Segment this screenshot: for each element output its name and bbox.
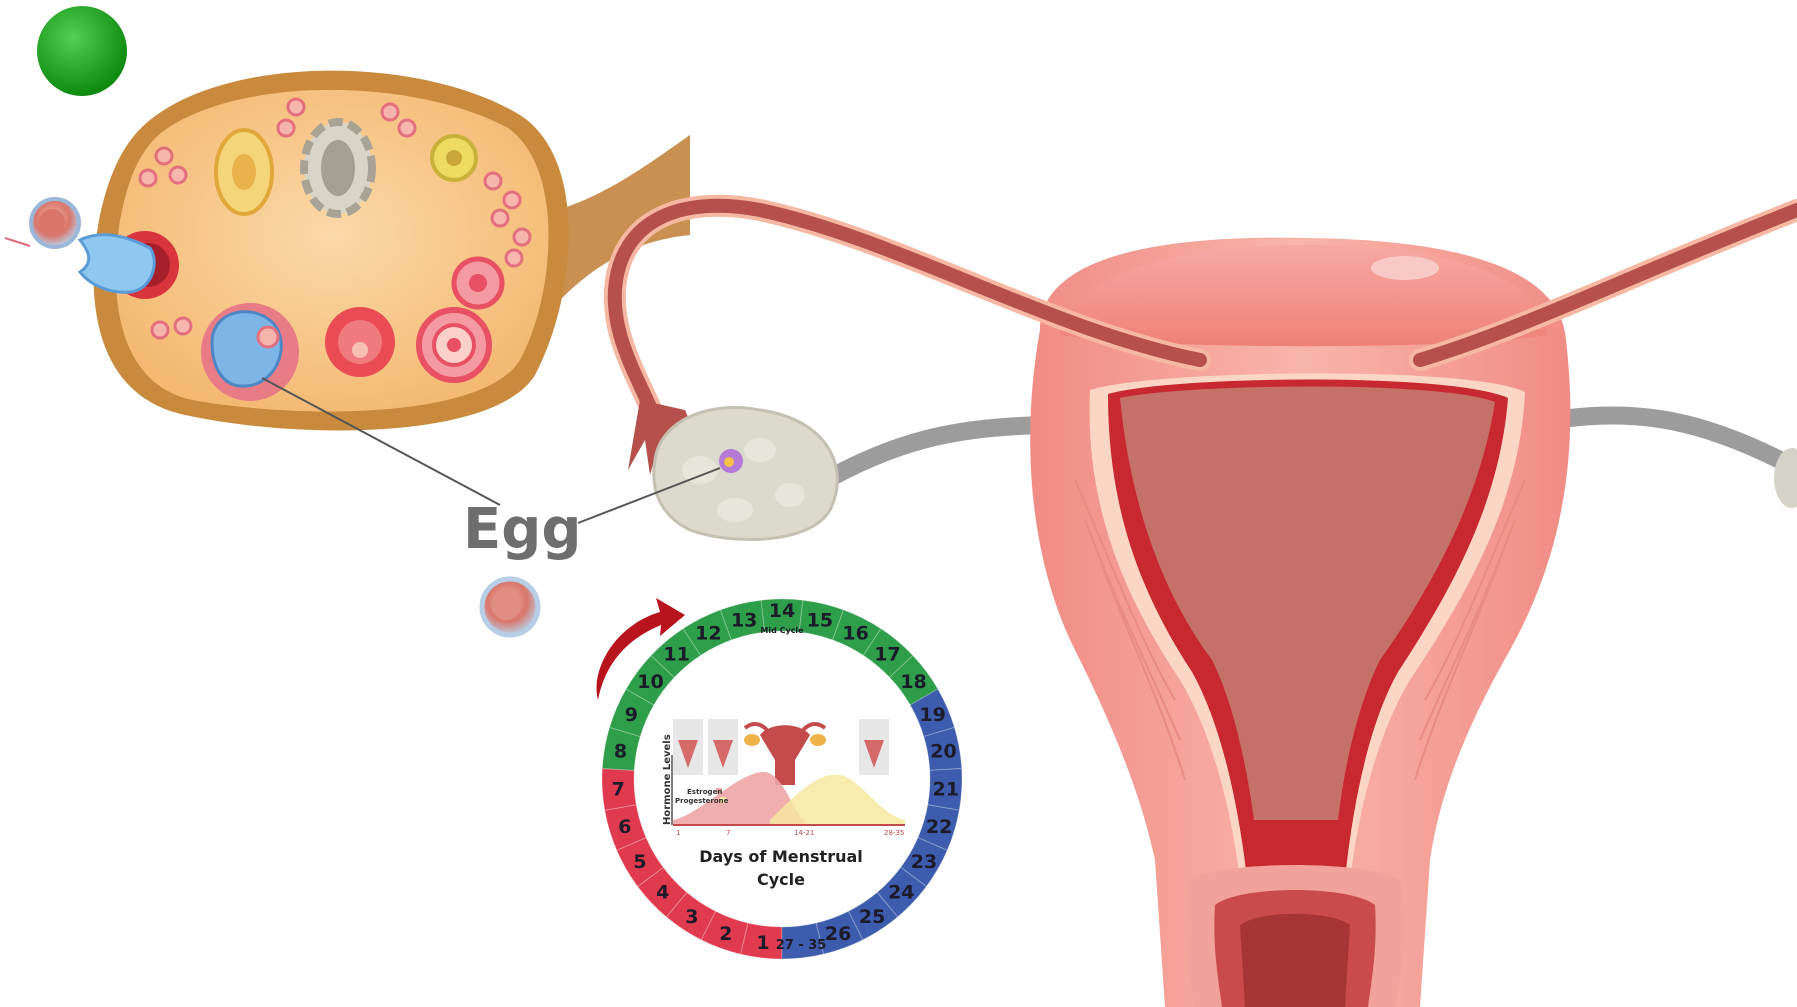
floating-egg: [482, 579, 538, 635]
released-egg: [31, 199, 79, 247]
graafian-follicle: [201, 303, 299, 401]
mid-cycle-label: Mid Cycle: [760, 626, 804, 635]
cycle-day-label-22: 22: [926, 816, 952, 838]
growing-follicle: [454, 259, 502, 307]
cycle-day-label-16: 16: [842, 622, 868, 644]
cycle-day-label-15: 15: [807, 609, 833, 631]
cycle-day-label-12: 12: [695, 622, 721, 644]
estrogen-label: Estrogen: [687, 788, 722, 796]
primary-follicle: [419, 310, 489, 380]
axis-tick-14-21: 14-21: [794, 829, 814, 837]
cycle-day-label-21: 21: [932, 779, 958, 801]
cycle-day-label-17: 17: [874, 643, 900, 665]
cycle-day-label-2: 2: [719, 923, 732, 945]
cycle-day-label-25: 25: [859, 906, 885, 928]
cycle-title-line1: Days of Menstrual: [699, 847, 863, 866]
menstrual-cycle-wheel: Hormone Levels Estrogen Progesterone 1 7…: [597, 598, 962, 959]
cycle-day-label-1: 1: [756, 932, 769, 954]
cycle-day-label-18: 18: [900, 671, 926, 693]
cycle-day-label-23: 23: [911, 851, 937, 873]
egg-label: Egg: [463, 497, 581, 562]
cycle-day-label-9: 9: [625, 704, 638, 726]
cycle-day-label-8: 8: [614, 741, 627, 763]
ovary-cross-section: [5, 71, 690, 431]
hormone-axis-label: Hormone Levels: [662, 734, 673, 825]
progesterone-label: Progesterone: [675, 797, 729, 805]
corpus-luteum: [216, 130, 272, 214]
cycle-day-label-14: 14: [769, 600, 795, 622]
axis-tick-1: 1: [676, 829, 680, 837]
cycle-day-label-24: 24: [888, 882, 914, 904]
yellow-body-small: [432, 136, 476, 180]
cycle-day-label-11: 11: [663, 643, 689, 665]
corpus-albicans: [304, 122, 372, 214]
left-ovary: [654, 407, 838, 539]
cycle-day-label-26: 26: [825, 923, 851, 945]
cycle-day-label-5: 5: [633, 851, 646, 873]
cycle-day-label-13: 13: [731, 609, 757, 631]
cycle-day-label-4: 4: [656, 882, 669, 904]
cycle-title-line2: Cycle: [757, 870, 805, 889]
cycle-day-label-6: 6: [618, 816, 631, 838]
green-status-indicator: [37, 6, 127, 96]
axis-tick-28-35: 28-35: [884, 829, 904, 837]
cycle-day-label-3: 3: [685, 906, 698, 928]
cycle-day-label-27: 27 - 35: [776, 938, 827, 953]
cycle-day-label-7: 7: [612, 779, 625, 801]
cycle-day-label-19: 19: [919, 704, 945, 726]
cycle-day-label-20: 20: [930, 741, 956, 763]
cycle-day-label-10: 10: [637, 671, 663, 693]
axis-tick-7: 7: [726, 829, 730, 837]
secondary-follicle: [325, 307, 395, 377]
